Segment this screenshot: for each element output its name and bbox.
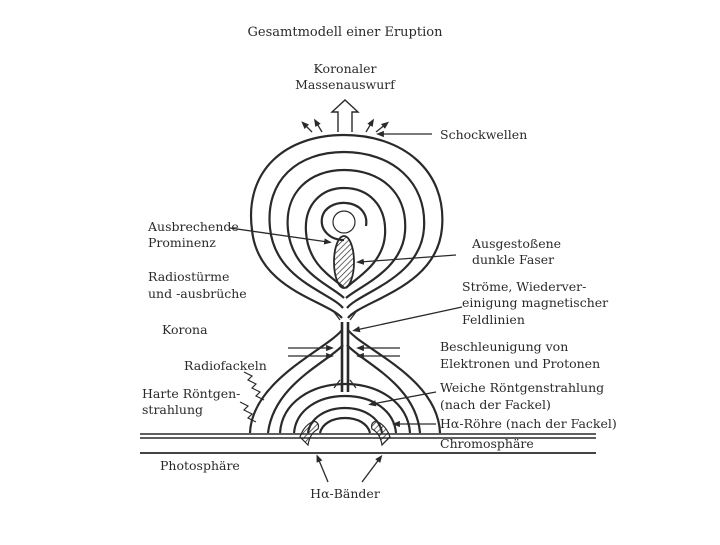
- cme-label-1: Koronaler: [314, 61, 377, 76]
- radio-bursts-label-2: und -ausbrüche: [148, 286, 247, 301]
- dark-filament: [333, 235, 355, 289]
- lower-field-loops: [248, 329, 442, 434]
- cme-label-2: Massenauswurf: [295, 77, 396, 92]
- photosphere-label: Photosphäre: [160, 458, 240, 473]
- corona-label: Korona: [162, 322, 208, 337]
- soft-xray-label-2: (nach der Fackel): [440, 397, 551, 412]
- prominence-label-1: Ausbrechende: [147, 219, 239, 234]
- acceleration-label-2: Elektronen und Protonen: [440, 356, 600, 371]
- inflow-arrows: [288, 311, 400, 389]
- diagram-title: Gesamtmodell einer Eruption: [248, 25, 444, 40]
- soft-xray-label-1: Weiche Röntgenstrahlung: [440, 380, 604, 395]
- radiation-squiggles: [239, 371, 265, 423]
- chromosphere-label: Chromosphäre: [440, 436, 534, 451]
- prominence-label-2: Prominenz: [148, 235, 216, 250]
- upper-field-loops: [249, 133, 444, 319]
- hard-xray-label-2: strahlung: [142, 402, 203, 417]
- acceleration-label-1: Beschleunigung von: [440, 339, 568, 354]
- currents-label-3: Feldlinien: [462, 312, 525, 327]
- label-pointers: [229, 130, 463, 428]
- cme-arrow: [301, 99, 390, 133]
- hard-xray-label-1: Harte Röntgen-: [142, 386, 240, 401]
- halpha-ribbons: [299, 420, 391, 483]
- surface-layers: [140, 433, 596, 454]
- ejected-filament-label-1: Ausgestoßene: [471, 236, 561, 251]
- ejected-filament-label-2: dunkle Faser: [472, 252, 554, 267]
- shock-label: Schockwellen: [440, 127, 527, 142]
- current-sheet: [340, 322, 350, 392]
- radio-bursts-label-1: Radiostürme: [148, 269, 229, 284]
- halpha-loops-label: Hα-Röhre (nach der Fackel): [440, 416, 617, 431]
- halpha-ribbons-label: Hα-Bänder: [310, 486, 380, 501]
- currents-label-2: einigung magnetischer: [462, 295, 608, 310]
- radio-flares-label: Radiofackeln: [184, 358, 267, 373]
- currents-label-1: Ströme, Wiederver-: [462, 279, 586, 294]
